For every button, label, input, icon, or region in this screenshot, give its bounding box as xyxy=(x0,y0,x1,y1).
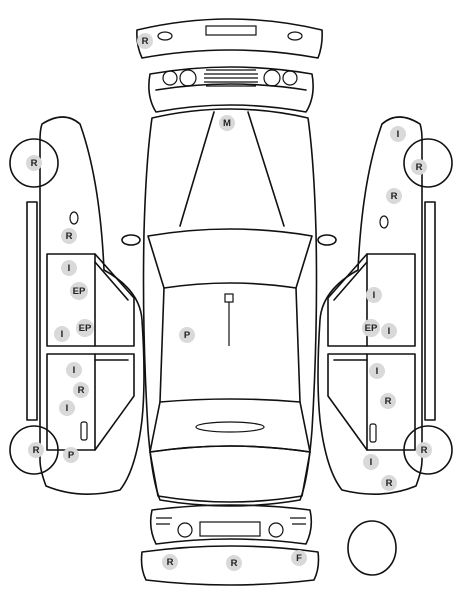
damage-marker-front-bumper-r-mid: R xyxy=(226,555,242,571)
marker-code: M xyxy=(223,118,231,129)
marker-dot xyxy=(291,550,307,566)
marker-code: R xyxy=(142,36,149,47)
marker-dot xyxy=(386,188,402,204)
marker-code: EP xyxy=(365,323,378,334)
marker-code: I xyxy=(61,329,64,340)
damage-marker-front-bumper-f: F xyxy=(291,550,307,566)
marker-dot xyxy=(61,228,77,244)
marker-code: R xyxy=(391,191,398,202)
damage-marker-left-fender-r: R xyxy=(61,228,77,244)
marker-code: R xyxy=(33,445,40,456)
marker-code: I xyxy=(376,366,379,377)
marker-dot xyxy=(390,126,406,142)
marker-dot xyxy=(73,382,89,398)
marker-code: I xyxy=(66,403,69,414)
marker-code: R xyxy=(385,396,392,407)
marker-dot xyxy=(362,319,380,337)
damage-marker-left-front-door-ep2: EP xyxy=(76,319,94,337)
marker-code: I xyxy=(388,326,391,337)
damage-marker-left-rear-door-i: I xyxy=(66,362,82,378)
damage-marker-roof-p: P xyxy=(179,327,195,343)
marker-code: I xyxy=(370,457,373,468)
marker-code: R xyxy=(416,162,423,173)
marker-code: R xyxy=(66,231,73,242)
marker-dot xyxy=(381,323,397,339)
rear-lights-area xyxy=(149,504,313,545)
damage-marker-left-front-door-i: I xyxy=(61,260,77,276)
damage-marker-left-rear-quarter-p: P xyxy=(63,447,79,463)
marker-code: I xyxy=(397,129,400,140)
marker-dot xyxy=(137,33,153,49)
marker-code: P xyxy=(68,450,75,461)
marker-dot xyxy=(363,454,379,470)
marker-dot xyxy=(366,287,382,303)
marker-dot xyxy=(54,326,70,342)
damage-marker-right-rear-quarter-i: I xyxy=(363,454,379,470)
marker-code: R xyxy=(231,558,238,569)
marker-dot xyxy=(28,442,44,458)
marker-dot xyxy=(59,400,75,416)
marker-dot xyxy=(411,159,427,175)
front-grille-area xyxy=(148,66,314,113)
marker-dot xyxy=(76,319,94,337)
marker-dot xyxy=(26,155,42,171)
damage-marker-right-rear-wheel-r: R xyxy=(416,442,432,458)
marker-code: R xyxy=(167,557,174,568)
damage-marker-left-rear-door-i2: I xyxy=(59,400,75,416)
marker-dot xyxy=(179,327,195,343)
marker-dot xyxy=(66,362,82,378)
marker-dot xyxy=(381,475,397,491)
marker-code: I xyxy=(373,290,376,301)
marker-code: P xyxy=(184,330,191,341)
front-bumper xyxy=(140,545,320,586)
marker-dot xyxy=(70,282,88,300)
damage-marker-right-rear-quarter-r: R xyxy=(381,475,397,491)
damage-marker-right-front-fender-i: I xyxy=(390,126,406,142)
damage-marker-left-rear-wheel-r: R xyxy=(28,442,44,458)
car-body-top-view xyxy=(121,108,337,507)
damage-marker-right-rear-door-r: R xyxy=(380,393,396,409)
damage-marker-right-front-door-i2: I xyxy=(381,323,397,339)
damage-marker-left-front-door-i2: I xyxy=(54,326,70,342)
marker-code: I xyxy=(68,263,71,274)
marker-dot xyxy=(61,260,77,276)
left-side-view xyxy=(9,116,145,495)
rear-bumper xyxy=(136,18,323,59)
damage-marker-right-front-door-i: I xyxy=(366,287,382,303)
marker-dot xyxy=(219,115,235,131)
damage-marker-rear-bumper-top-r: R xyxy=(137,33,153,49)
marker-dot xyxy=(369,363,385,379)
damage-marker-left-front-door-ep: EP xyxy=(70,282,88,300)
marker-code: R xyxy=(421,445,428,456)
damage-marker-right-rear-door-i: I xyxy=(369,363,385,379)
damage-marker-left-rear-door-r: R xyxy=(73,382,89,398)
damage-marker-right-front-wheel-r: R xyxy=(411,159,427,175)
marker-code: I xyxy=(73,365,76,376)
marker-dot xyxy=(162,554,178,570)
marker-dot xyxy=(380,393,396,409)
spare-wheel xyxy=(347,520,397,576)
damage-marker-right-front-door-ep: EP xyxy=(362,319,380,337)
damage-marker-front-bumper-r-left: R xyxy=(162,554,178,570)
marker-code: EP xyxy=(79,323,92,334)
marker-code: R xyxy=(31,158,38,169)
marker-dot xyxy=(416,442,432,458)
marker-code: R xyxy=(78,385,85,396)
damage-marker-left-front-wheel-r: R xyxy=(26,155,42,171)
right-side-view xyxy=(317,116,453,495)
marker-code: EP xyxy=(73,286,86,297)
marker-dot xyxy=(226,555,242,571)
marker-code: R xyxy=(386,478,393,489)
damage-marker-hood-m: M xyxy=(219,115,235,131)
marker-code: F xyxy=(296,553,302,564)
marker-dot xyxy=(63,447,79,463)
damage-marker-right-fender-r: R xyxy=(386,188,402,204)
